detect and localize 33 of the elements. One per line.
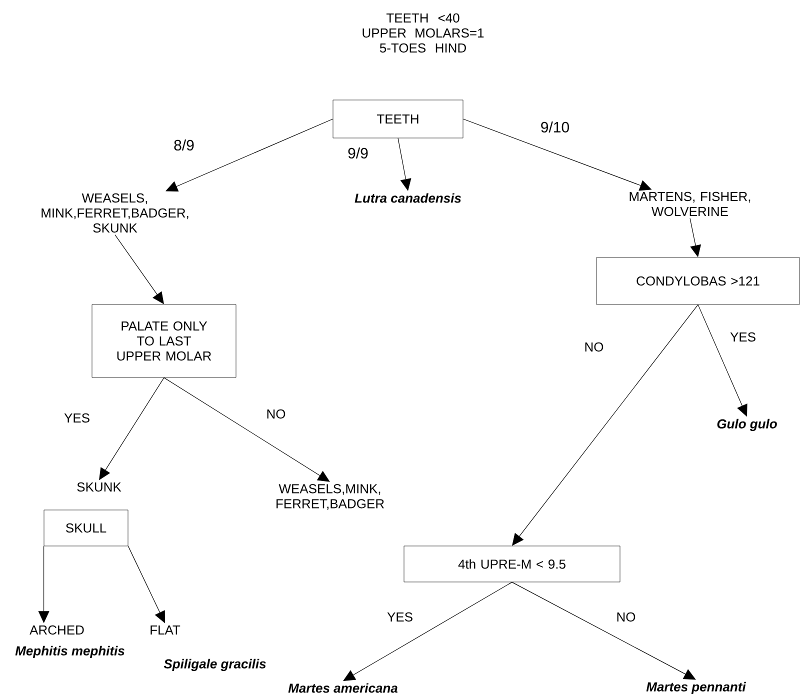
arrow <box>343 582 512 681</box>
edge-label: YES <box>729 331 757 343</box>
arrow <box>166 118 334 192</box>
arrow <box>164 377 330 482</box>
edge-label: NO <box>615 611 637 623</box>
edge-label: NO <box>583 341 605 353</box>
species-name: Mephitis mephitis <box>15 646 124 658</box>
outcome-label: ARCHED <box>30 625 84 635</box>
edge-label: 9/10 <box>539 120 571 134</box>
species-name: Spiligale gracilis <box>164 658 266 672</box>
edge-label: YES <box>386 611 414 623</box>
title: TEETH <40 UPPER MOLARS=1 5-TOES HIND <box>362 13 484 53</box>
arrow <box>398 138 412 191</box>
arrow <box>512 582 696 680</box>
decision-box: TEETH <box>332 100 464 138</box>
decision-box: PALATE ONLY TO LAST UPPER MOLAR <box>92 304 236 378</box>
arrow <box>512 304 698 546</box>
group-label: MARTENS, FISHER, WOLVERINE <box>630 192 750 216</box>
species-name: Lutra canadensis <box>354 193 462 203</box>
group-label: WEASELS,MINK, FERRET,BADGER <box>276 484 384 510</box>
edge-label: NO <box>265 408 287 420</box>
species-name: Martes pennanti <box>646 682 746 694</box>
group-label: SKUNK <box>77 482 122 492</box>
group-label: WEASELS, MINK,FERRET,BADGER, SKUNK <box>42 193 188 233</box>
edge-label: 8/9 <box>172 138 196 152</box>
decision-box: 4th UPRE-M < 9.5 <box>404 546 620 582</box>
decision-box: SKULL <box>44 510 128 546</box>
edge-label: 9/9 <box>346 146 370 160</box>
decision-box: CONDYLOBAS >121 <box>596 257 800 305</box>
outcome-label: FLAT <box>150 626 180 634</box>
species-name: Gulo gulo <box>717 418 777 432</box>
species-name: Martes americana <box>288 683 398 693</box>
edge-label: YES <box>63 412 92 424</box>
